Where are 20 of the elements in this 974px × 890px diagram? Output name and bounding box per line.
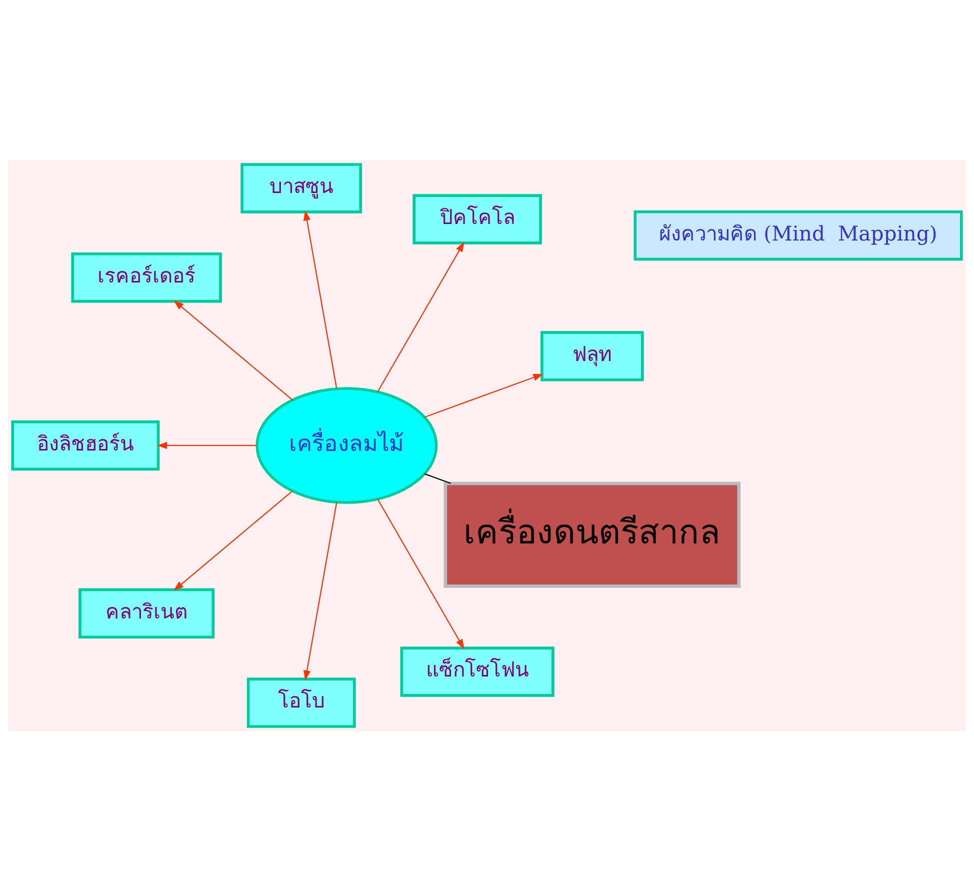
node-box: คลาริเนต <box>78 588 215 638</box>
connector <box>424 472 451 484</box>
node-box: ปิคโคโล <box>412 194 542 244</box>
arrow <box>174 490 293 590</box>
node-box: อิงลิชฮอร์น <box>11 420 160 470</box>
arrow <box>303 210 338 388</box>
node-box: บาสซูน <box>240 162 362 213</box>
arrow <box>303 502 338 680</box>
node-ellipse: เครื่องลมไม้ <box>256 386 438 504</box>
arrow <box>174 300 293 400</box>
arrow <box>156 441 257 449</box>
node-box: เรคอร์เดอร์ <box>71 252 222 302</box>
arrow <box>377 498 464 649</box>
node-box: ฟลุท <box>540 330 644 381</box>
arrow <box>424 373 544 418</box>
node-box: โอโบ <box>246 677 356 728</box>
node-box: เครื่องดนตรีสากล <box>444 481 741 588</box>
node-box: แซ็กโซโฟน <box>400 646 554 696</box>
node-box: ผังความคิด (Mind Mapping) <box>634 210 963 260</box>
arrow <box>377 241 464 392</box>
